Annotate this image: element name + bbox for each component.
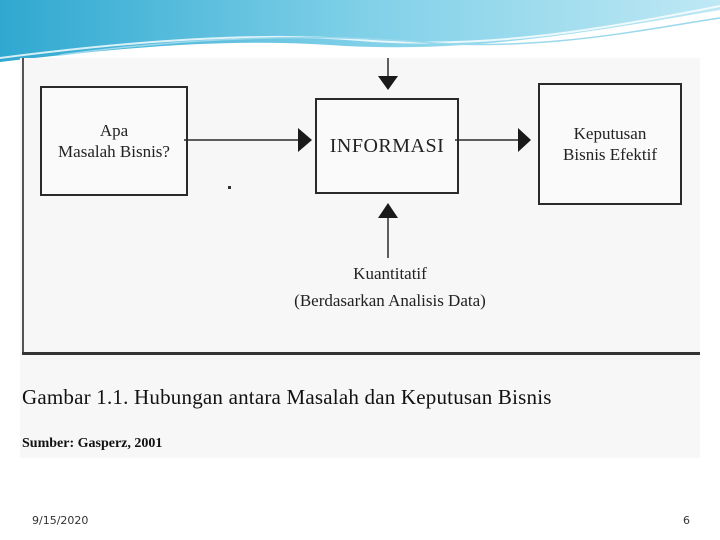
- figure-source: Sumber: Gasperz, 2001: [22, 436, 162, 452]
- slide-header-banner: [0, 0, 720, 66]
- problem-line1: Apa: [100, 120, 128, 141]
- quantitative-line1: Kuantitatif: [290, 260, 490, 287]
- information-label: INFORMASI: [330, 134, 445, 159]
- decision-box: Keputusan Bisnis Efektif: [538, 83, 682, 205]
- decision-line2: Bisnis Efektif: [563, 144, 657, 165]
- scan-bottom-border: [22, 352, 700, 355]
- figure-caption: Gambar 1.1. Hubungan antara Masalah dan …: [22, 385, 552, 410]
- problem-line2: Masalah Bisnis?: [58, 141, 170, 162]
- quantitative-label: Kuantitatif (Berdasarkan Analisis Data): [290, 260, 490, 314]
- slide-number: 6: [670, 514, 690, 527]
- scan-left-border: [22, 58, 24, 354]
- problem-box: Apa Masalah Bisnis?: [40, 86, 188, 196]
- scan-speck: [228, 186, 231, 189]
- quantitative-line2: (Berdasarkan Analisis Data): [290, 287, 490, 314]
- slide-date: 9/15/2020: [32, 514, 88, 527]
- decision-line1: Keputusan: [574, 123, 647, 144]
- information-box: INFORMASI: [315, 98, 459, 194]
